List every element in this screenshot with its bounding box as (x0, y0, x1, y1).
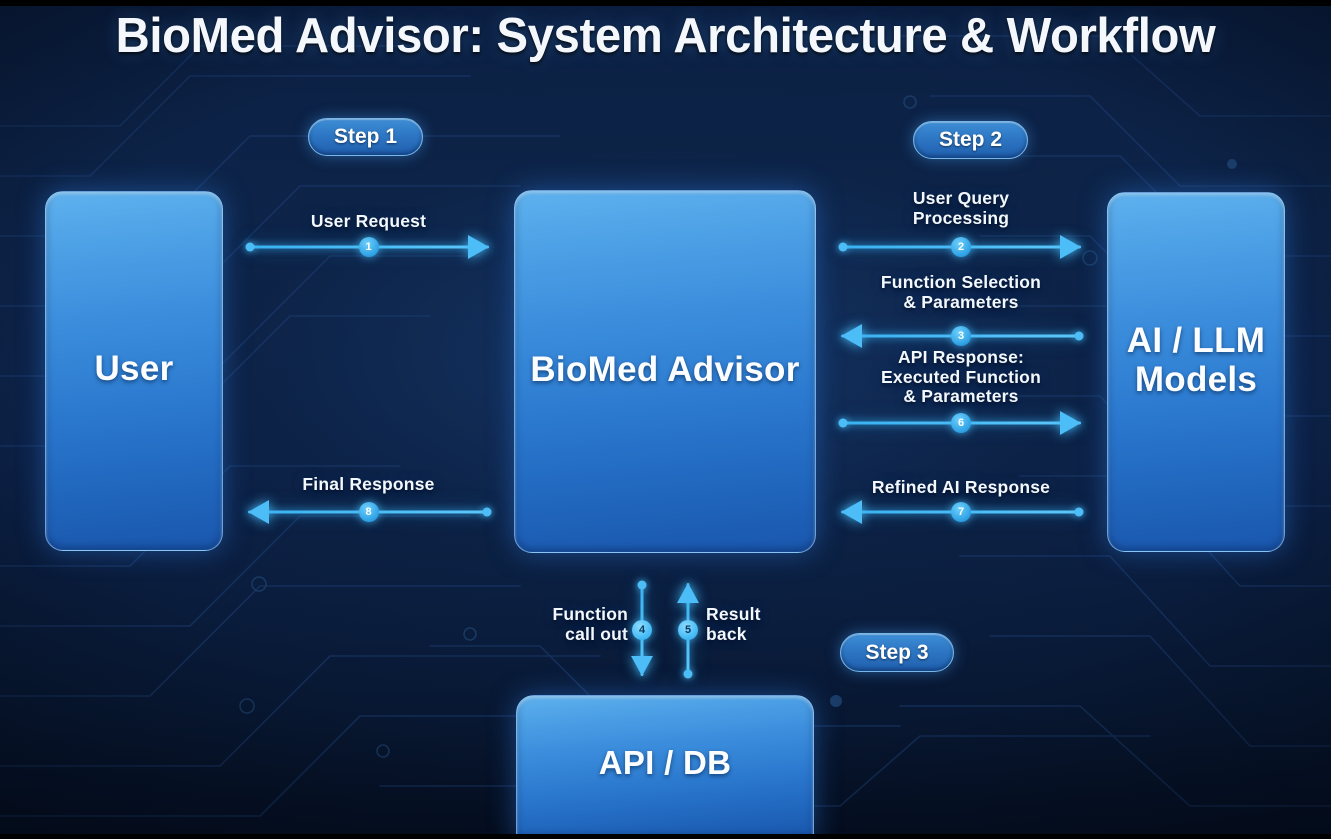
top-letterbox-bar (0, 0, 1331, 6)
node-biomed-advisor[interactable]: BioMed Advisor (514, 190, 816, 553)
connection-8-label: Final Response (302, 474, 435, 494)
node-api-db[interactable]: API / DB (516, 695, 814, 839)
connection-3-number: 3 (951, 326, 971, 346)
arrow-down-icon (631, 656, 653, 676)
connection-7-label: Refined AI Response (871, 477, 1051, 497)
connection-2-origin-dot (838, 242, 848, 252)
connection-4-origin-dot (637, 580, 647, 590)
connection-8-arrow: 8 (248, 500, 492, 524)
step-badge-3-label: Step 3 (865, 640, 929, 664)
connection-3-arrow: 3 (841, 324, 1084, 348)
connection-4-label: Function call out (552, 604, 628, 644)
node-ai-llm-models[interactable]: AI / LLM Models (1107, 192, 1285, 552)
connection-3-label: Function Selection & Parameters (880, 272, 1042, 312)
arrow-right-icon (1060, 235, 1081, 259)
connection-7-arrow: 7 (841, 500, 1084, 524)
connection-1-label: User Request (310, 211, 427, 231)
connection-6-origin-dot (838, 418, 848, 428)
arrow-left-icon (841, 324, 862, 348)
arrow-right-icon (468, 235, 489, 259)
step-badge-2-label: Step 2 (938, 128, 1003, 151)
node-ai-llm-models-label: AI / LLM Models (1126, 320, 1266, 399)
connection-7-origin-dot (1074, 507, 1084, 517)
arrow-right-icon (1060, 411, 1081, 435)
connection-8-origin-dot (482, 507, 492, 517)
node-user[interactable]: User (45, 191, 223, 551)
connection-1-number: 1 (358, 237, 379, 257)
node-api-db-label: API / DB (598, 743, 732, 781)
connection-5-number: 5 (678, 619, 698, 640)
connection-5-label: Result back (706, 604, 761, 644)
connection-1-origin-dot (245, 242, 255, 252)
page-title: BioMed Advisor: System Architecture & Wo… (115, 9, 1216, 63)
connection-8-number: 8 (358, 502, 379, 522)
connection-7-number: 7 (951, 502, 971, 522)
connection-5-arrow: 5 (677, 583, 699, 679)
arrow-up-icon (677, 583, 699, 603)
connection-2-arrow: 2 (838, 235, 1081, 259)
connection-4-number: 4 (632, 619, 652, 640)
node-user-label: User (94, 349, 174, 389)
connection-6-arrow: 6 (838, 411, 1081, 435)
connection-1-arrow: 1 (245, 235, 489, 259)
node-biomed-advisor-label: BioMed Advisor (530, 349, 800, 389)
arrow-left-icon (248, 500, 269, 524)
connection-6-label: API Response: Executed Function & Parame… (881, 347, 1041, 407)
connection-3-origin-dot (1074, 331, 1084, 341)
arrow-left-icon (841, 500, 862, 524)
step-badge-2[interactable]: Step 2 (913, 121, 1028, 159)
connection-4-arrow: 4 (631, 580, 653, 676)
connection-6-number: 6 (951, 413, 971, 433)
step-badge-3[interactable]: Step 3 (840, 633, 954, 672)
connection-5-origin-dot (683, 669, 693, 679)
connection-2-number: 2 (951, 237, 971, 257)
step-badge-1[interactable]: Step 1 (308, 118, 423, 156)
connection-2-label: User Query Processing (912, 188, 1010, 228)
step-badge-1-label: Step 1 (333, 125, 398, 148)
bottom-letterbox-bar (0, 834, 1331, 839)
